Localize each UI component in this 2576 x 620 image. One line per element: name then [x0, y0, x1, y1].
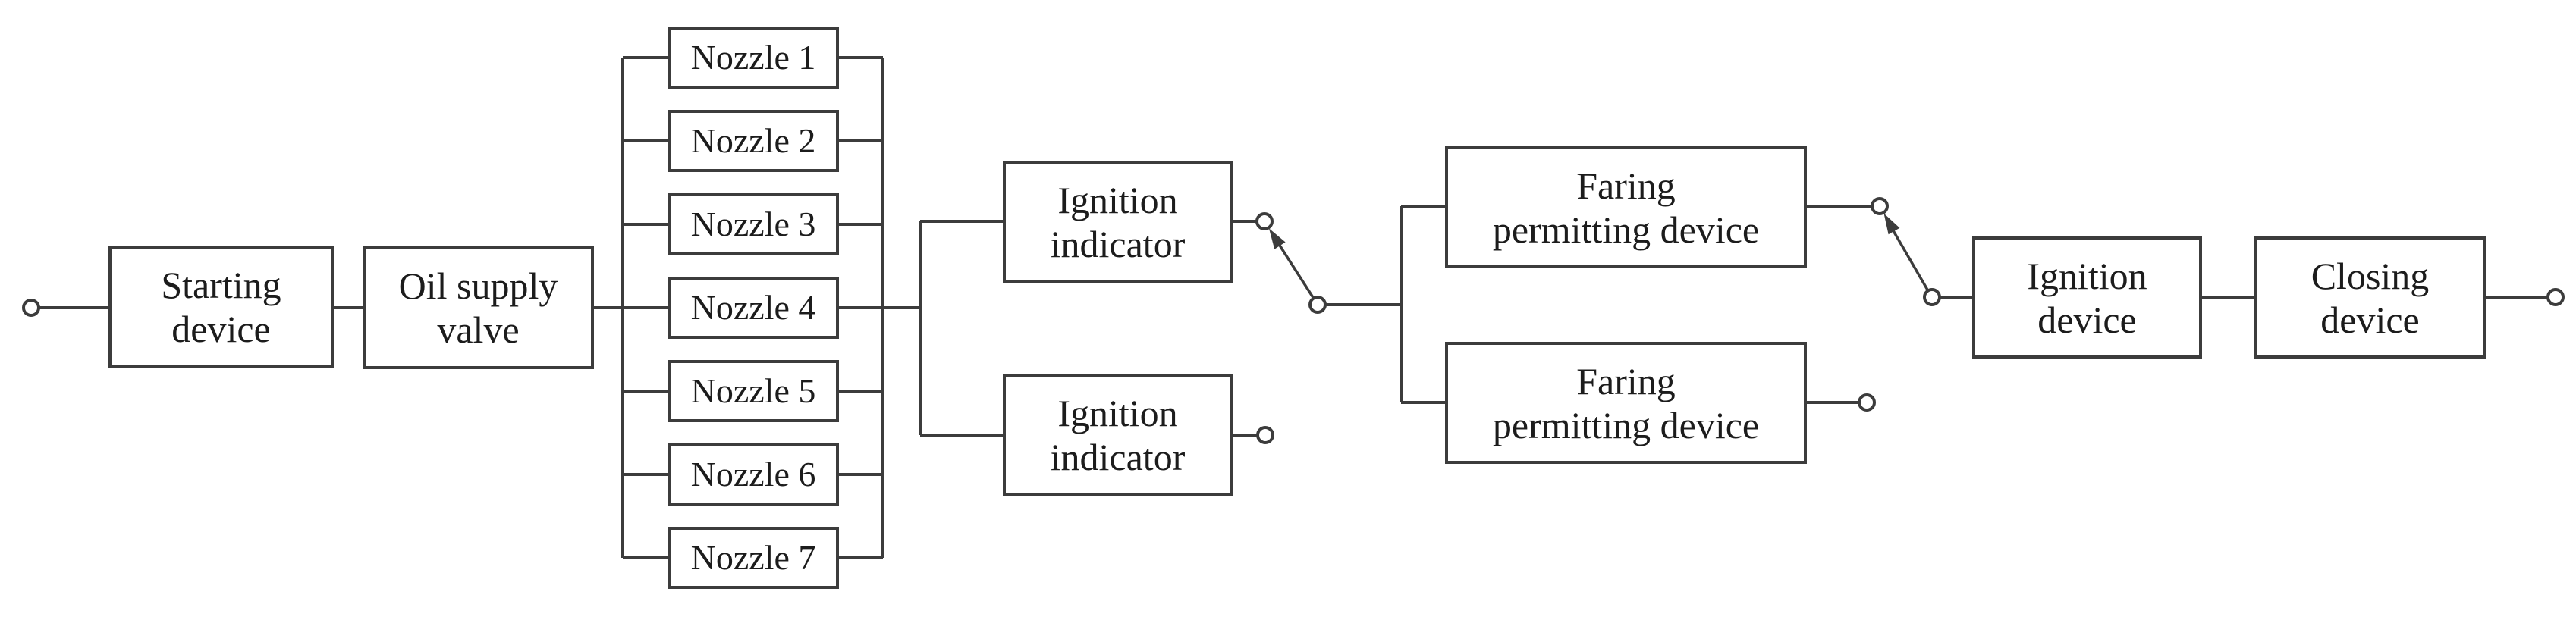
block-closing-device: Closing device	[2254, 236, 2486, 359]
block-nozzle-4: Nozzle 4	[668, 277, 839, 339]
input-terminal	[22, 299, 40, 317]
switch-2-arrow	[1883, 213, 1900, 235]
output-terminal	[2546, 288, 2565, 306]
block-label: Starting	[161, 264, 281, 306]
block-label: Nozzle 4	[690, 288, 816, 327]
block-label: permitting device	[1492, 403, 1760, 446]
block-nozzle-7: Nozzle 7	[668, 527, 839, 589]
block-label: device	[2320, 298, 2420, 341]
faring-2-open-terminal	[1858, 393, 1876, 412]
switch-2-blade	[1890, 227, 1930, 292]
block-label: Nozzle 2	[690, 121, 816, 161]
block-nozzle-6: Nozzle 6	[668, 443, 839, 506]
block-label: Faring	[1576, 359, 1676, 402]
block-ignition-indicator-1: Ignition indicator	[1003, 161, 1233, 283]
block-ignition-indicator-2: Ignition indicator	[1003, 374, 1233, 496]
block-label: Nozzle 1	[690, 38, 816, 77]
block-label: indicator	[1050, 222, 1186, 265]
block-starting-device: Starting device	[108, 246, 334, 368]
block-oil-supply-valve: Oil supply valve	[363, 246, 594, 369]
switch-1-arrow	[1268, 228, 1286, 249]
block-label: valve	[437, 308, 520, 351]
switch-1-blade	[1276, 241, 1315, 299]
block-label: Ignition	[1057, 178, 1178, 221]
block-label: device	[2037, 298, 2137, 341]
block-label: Ignition	[2027, 254, 2147, 297]
block-nozzle-5: Nozzle 5	[668, 360, 839, 422]
block-label: Closing	[2311, 254, 2430, 297]
indicator-2-open-terminal	[1256, 426, 1274, 444]
block-label: Faring	[1576, 164, 1676, 207]
block-label: Oil supply	[398, 264, 558, 307]
block-label: device	[171, 308, 271, 350]
block-label: Nozzle 7	[690, 538, 816, 578]
switch-1-contact-top	[1255, 212, 1274, 230]
switch-1-pivot	[1308, 296, 1327, 314]
block-ignition-device: Ignition device	[1972, 236, 2202, 359]
block-label: permitting device	[1492, 208, 1760, 251]
block-nozzle-2: Nozzle 2	[668, 110, 839, 172]
block-label: Nozzle 5	[690, 371, 816, 411]
block-label: Nozzle 3	[690, 205, 816, 244]
block-label: Ignition	[1057, 391, 1178, 434]
switch-2-pivot	[1923, 288, 1941, 306]
block-nozzle-3: Nozzle 3	[668, 193, 839, 255]
block-label: indicator	[1050, 435, 1186, 478]
switch-2-contact-top	[1871, 197, 1889, 215]
block-nozzle-1: Nozzle 1	[668, 27, 839, 89]
block-faring-permitting-device-2: Faring permitting device	[1445, 342, 1807, 464]
block-faring-permitting-device-1: Faring permitting device	[1445, 146, 1807, 268]
block-label: Nozzle 6	[690, 455, 816, 494]
